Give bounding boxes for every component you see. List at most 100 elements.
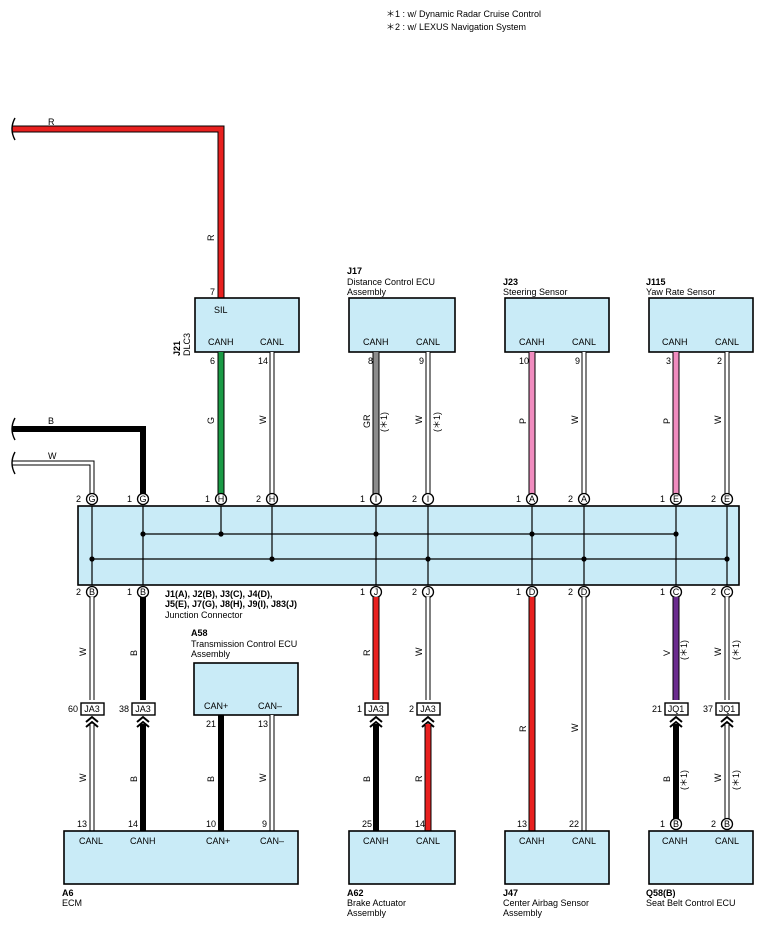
wire-label: W (258, 773, 268, 782)
junction-terminal-letter: E (724, 494, 730, 504)
pin-number: 9 (262, 819, 267, 829)
inline-connector-code: JA3 (420, 704, 436, 714)
terminal-label: CANH (208, 337, 234, 347)
component-name: Seat Belt Control ECU (646, 898, 736, 908)
wire-note: (＊1) (379, 412, 389, 432)
terminal-label: CANL (260, 337, 284, 347)
pin-number: 2 (717, 356, 722, 366)
inline-connector-box (131, 702, 156, 716)
pin-number: 37 (703, 704, 713, 714)
terminal-label: CANH (519, 337, 545, 347)
pin-number: 7 (210, 287, 215, 297)
junction-terminal-letter: D (581, 587, 588, 597)
pin-number: 1 (205, 494, 210, 504)
wire-label: W (713, 773, 723, 782)
wire-label: R (206, 234, 216, 241)
terminal-label: CANL (572, 836, 596, 846)
junction-dots (89, 531, 730, 562)
pin-number: 25 (362, 819, 372, 829)
junction-terminal-letter: A (529, 494, 535, 504)
component-code: J17 (347, 266, 362, 276)
junction-terminal-circle (720, 492, 734, 506)
pin-number: 2 (711, 587, 716, 597)
terminal-label: CANH (363, 337, 389, 347)
terminal-label: CANL (715, 836, 739, 846)
component-code: A62 (347, 888, 364, 898)
component-name: Assembly (191, 649, 231, 659)
a6-box (63, 830, 299, 885)
wire-note: (＊1) (731, 640, 741, 660)
j17-box (348, 297, 456, 353)
component-name: Junction Connector (165, 610, 243, 620)
pin-number: 2 (711, 819, 716, 829)
a62-box (348, 830, 456, 885)
inline-connector-code: JA3 (135, 704, 151, 714)
component-name: DLC3 (182, 333, 192, 356)
wire-break-icon (11, 451, 16, 475)
pin-number: 38 (119, 704, 129, 714)
wire-r-top (12, 125, 225, 298)
terminal-circle (669, 817, 683, 831)
inline-connector-box (664, 702, 689, 716)
component-name: Assembly (503, 908, 543, 918)
terminal-label: CANL (715, 337, 739, 347)
pin-number: 1 (357, 704, 362, 714)
junction-codes: J1(A), J2(B), J3(C), J4(D), (165, 589, 273, 599)
terminal-label: CANH (662, 836, 688, 846)
pin-number: 60 (68, 704, 78, 714)
terminal-label: CANH (662, 337, 688, 347)
pin-number: 1 (516, 587, 521, 597)
connector-arrow-icon (421, 715, 435, 728)
pin-number: 6 (210, 356, 215, 366)
pin-number: 2 (256, 494, 261, 504)
junction-terminal-letter: J (374, 587, 379, 597)
component-name: Center Airbag Sensor (503, 898, 589, 908)
terminal-label: SIL (214, 305, 228, 315)
terminal-circle (720, 817, 734, 831)
inline-connector-box (364, 702, 389, 716)
pin-number: 9 (575, 356, 580, 366)
terminal-label: CAN+ (204, 701, 228, 711)
component-name: Steering Sensor (503, 287, 568, 297)
component-code: J23 (503, 277, 518, 287)
connector-arrow-icon (669, 715, 683, 728)
component-code: J21 (172, 341, 182, 356)
pin-number: 21 (206, 719, 216, 729)
wire-label: B (362, 776, 372, 782)
pin-number: 2 (76, 494, 81, 504)
wire-label: B (48, 416, 54, 426)
wire-break-icon (11, 417, 16, 441)
pin-number: 14 (128, 819, 138, 829)
wire-label: R (414, 775, 424, 782)
pin-number: 2 (412, 494, 417, 504)
junction-terminal-letter: G (88, 494, 95, 504)
junction-bus (91, 506, 728, 585)
junction-terminal-letter: D (529, 587, 536, 597)
wire-note: (＊1) (432, 412, 442, 432)
terminal-letter: B (673, 819, 679, 829)
terminal-label: CAN– (260, 836, 284, 846)
wire-label: B (206, 776, 216, 782)
connector-arrow-icon (136, 715, 150, 728)
junction-terminal-letter: I (427, 494, 430, 504)
component-name: Assembly (347, 287, 387, 297)
terminal-label: CANL (79, 836, 103, 846)
junction-terminal-letter: I (375, 494, 378, 504)
component-code: A58 (191, 628, 208, 638)
inline-connector-box (715, 702, 740, 716)
pin-number: 1 (660, 494, 665, 504)
pin-number: 2 (711, 494, 716, 504)
pin-number: 1 (360, 587, 365, 597)
terminal-label: CAN– (258, 701, 282, 711)
component-code: A6 (62, 888, 74, 898)
terminal-label: CANL (416, 337, 440, 347)
pin-number: 2 (412, 587, 417, 597)
pin-number: 21 (652, 704, 662, 714)
wire-label: W (258, 415, 268, 424)
note-2: ＊2 : w/ LEXUS Navigation System (386, 22, 526, 32)
pin-number: 13 (77, 819, 87, 829)
junction-terminal-circle (421, 492, 435, 506)
pin-number: 2 (409, 704, 414, 714)
pin-number: 10 (206, 819, 216, 829)
component-name: ECM (62, 898, 82, 908)
